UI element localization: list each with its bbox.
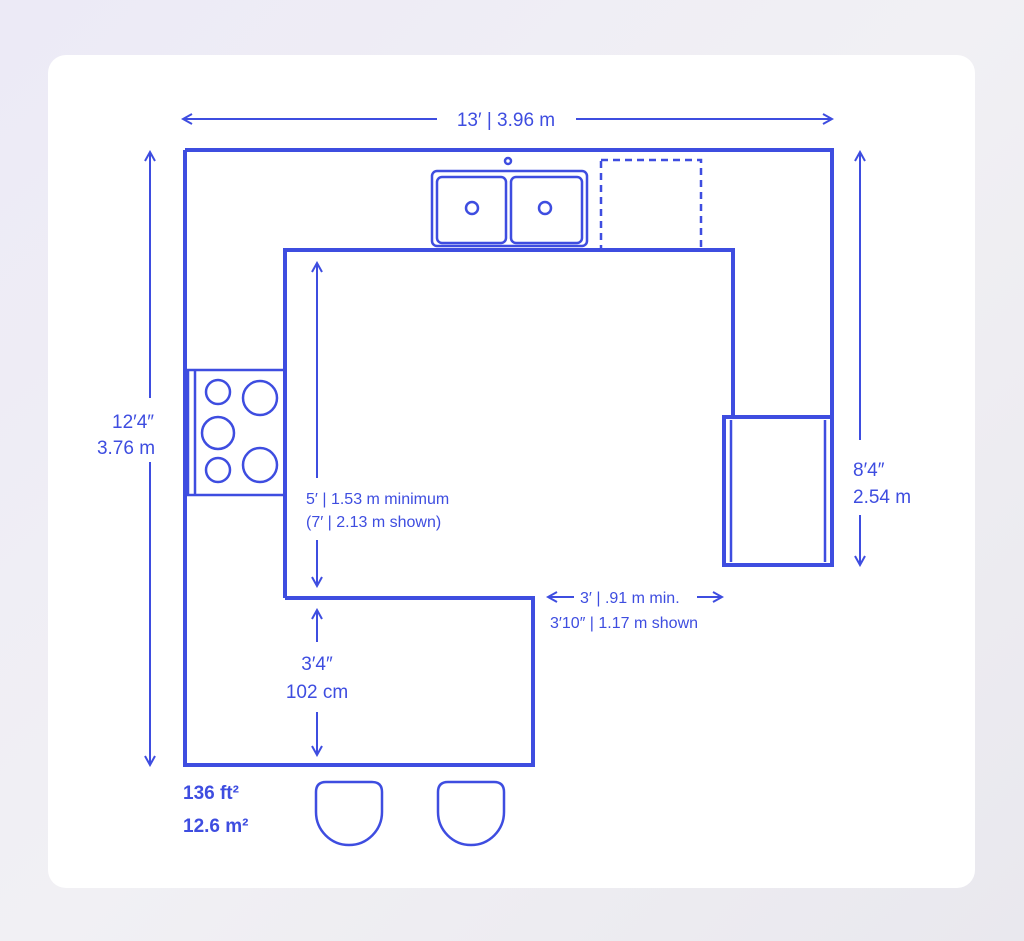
counter-outline — [183, 148, 834, 767]
area-metric: 12.6 m² — [183, 816, 248, 837]
clearance-label-line1: 3′ | .91 m min. — [580, 590, 680, 607]
aisle-label-line2: (7′ | 2.13 m shown) — [306, 514, 441, 531]
bar-stool-icon — [314, 780, 384, 847]
dishwasher-icon — [599, 158, 703, 252]
cooktop-icon — [186, 368, 287, 497]
double-sink-icon — [430, 156, 589, 248]
aisle-label-line1: 5′ | 1.53 m minimum — [306, 491, 449, 508]
peninsula-label-imperial: 3′4″ — [301, 654, 333, 675]
bar-stool-icon — [436, 780, 506, 847]
refrigerator-icon — [722, 415, 834, 567]
depth-label-imperial: 12′4″ — [112, 412, 154, 433]
depth-label-metric: 3.76 m — [97, 438, 155, 459]
right-label-imperial: 8′4″ — [853, 460, 885, 481]
width-label: 13′ | 3.96 m — [457, 110, 555, 131]
peninsula-label-metric: 102 cm — [286, 682, 348, 703]
area-imperial: 136 ft² — [183, 783, 239, 804]
right-label-metric: 2.54 m — [853, 487, 911, 508]
clearance-label-line2: 3′10″ | 1.17 m shown — [550, 615, 698, 632]
